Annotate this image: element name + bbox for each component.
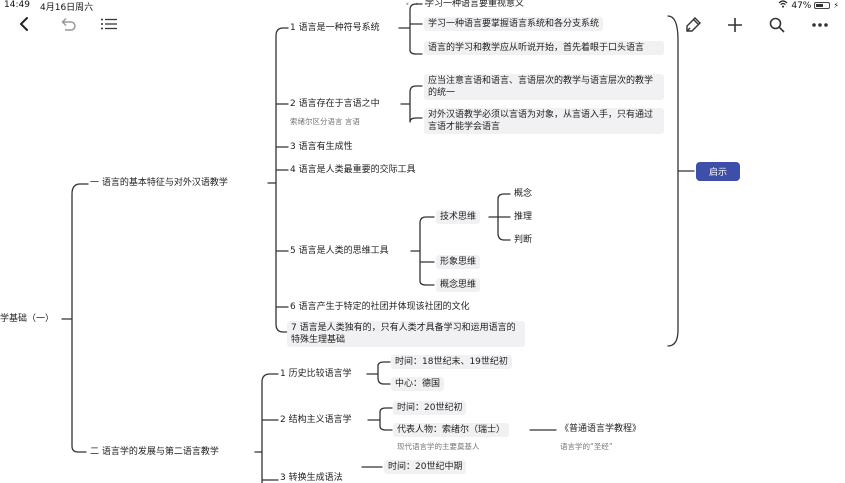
- leaf-structural-time[interactable]: 时间：20世纪初: [393, 401, 467, 415]
- topic-human-unique[interactable]: 7 语言是人类独有的，只有人类才具备学习和运用语言的特殊生理基础: [287, 321, 525, 347]
- note-saussure: 索绪尔区分语言 言语: [290, 117, 360, 126]
- list-icon: [101, 18, 117, 30]
- battery-icon: [814, 2, 831, 9]
- subtopic-technical-thinking[interactable]: 技术思维: [436, 210, 481, 224]
- undo-button[interactable]: [57, 14, 79, 34]
- charging-icon: ⚡: [833, 1, 839, 10]
- status-right: 47% ⚡: [778, 0, 839, 11]
- topic-generative[interactable]: 3 语言有生成性: [290, 142, 353, 152]
- plus-icon: [728, 18, 742, 32]
- leaf-concept[interactable]: 概念: [514, 189, 533, 199]
- more-dots-icon: [812, 23, 828, 27]
- status-time: 14:49: [4, 0, 30, 10]
- leaf-historical-center[interactable]: 中心：德国: [391, 377, 445, 391]
- subtopic-image-thinking[interactable]: 形象思维: [436, 255, 481, 269]
- leaf-reasoning[interactable]: 推理: [514, 212, 533, 222]
- topic-transformational[interactable]: 3 转换生成语法: [280, 473, 343, 483]
- topic-symbol-system[interactable]: 1 语言是一种符号系统: [290, 23, 380, 33]
- battery-percent: 47%: [791, 0, 812, 11]
- add-button[interactable]: [724, 14, 746, 36]
- topic-language-speech[interactable]: 2 语言存在于言语之中: [290, 99, 380, 109]
- leaf-historical-time[interactable]: 时间：18世纪末、19世纪初: [391, 355, 512, 369]
- brush-icon: [686, 17, 701, 32]
- search-icon: [769, 17, 785, 33]
- undo-icon: [61, 17, 76, 31]
- more-button[interactable]: [808, 14, 832, 36]
- subtopic-meaning[interactable]: 学习一种语言要重视意义: [425, 0, 525, 9]
- outline-button[interactable]: [98, 14, 120, 34]
- root-topic[interactable]: 学基础（一）: [0, 314, 55, 324]
- leaf-transform-time[interactable]: 时间：20世纪中期: [384, 460, 467, 474]
- back-button[interactable]: [14, 14, 34, 34]
- topic-structuralism[interactable]: 2 结构主义语言学: [280, 415, 352, 425]
- style-button[interactable]: [682, 14, 704, 36]
- subtopic-speech-unity[interactable]: 应当注意言语和语言、言语层次的教学与语言层次的教学的统一: [424, 74, 664, 100]
- note-founder: 现代语言学的主要奠基人: [397, 442, 480, 451]
- insight-callout-button[interactable]: 启示: [696, 162, 740, 181]
- search-button[interactable]: [766, 14, 788, 36]
- topic-thinking-tool[interactable]: 5 语言是人类的思维工具: [290, 246, 389, 256]
- subtopic-listening-speaking[interactable]: 语言的学习和教学应从听说开始，首先着眼于口头语言: [424, 41, 664, 55]
- leaf-course-book[interactable]: 《普通语言学教程》: [560, 424, 642, 434]
- status-bar: 14:49 4月16日周六 47% ⚡: [0, 0, 845, 13]
- branch-linguistics-development[interactable]: 二 语言学的发展与第二语言教学: [90, 447, 219, 457]
- subtopic-concept-thinking[interactable]: 概念思维: [436, 278, 481, 292]
- status-date: 4月16日周六: [40, 3, 94, 13]
- topic-society-culture[interactable]: 6 语言产生于特定的社团并体现该社团的文化: [290, 302, 470, 312]
- leaf-judgment[interactable]: 判断: [514, 235, 533, 245]
- leaf-representative[interactable]: 代表人物：索绪尔（瑞士）: [393, 423, 510, 437]
- note-bible: 语言学的“圣经”: [560, 442, 613, 451]
- wifi-icon: [778, 0, 788, 11]
- topic-communication-tool[interactable]: 4 语言是人类最重要的交际工具: [290, 165, 416, 175]
- topic-historical-comparative[interactable]: 1 历史比较语言学: [280, 369, 352, 379]
- subtopic-speech-object[interactable]: 对外汉语教学必须以言语为对象，从言语入手，只有通过言语才能学会语言: [424, 108, 664, 134]
- subtopic-language-system[interactable]: 学习一种语言要掌握语言系统和各分支系统: [424, 17, 604, 31]
- chevron-left-icon: [19, 17, 28, 31]
- branch-language-features[interactable]: 一 语言的基本特征与对外汉语教学: [90, 178, 228, 188]
